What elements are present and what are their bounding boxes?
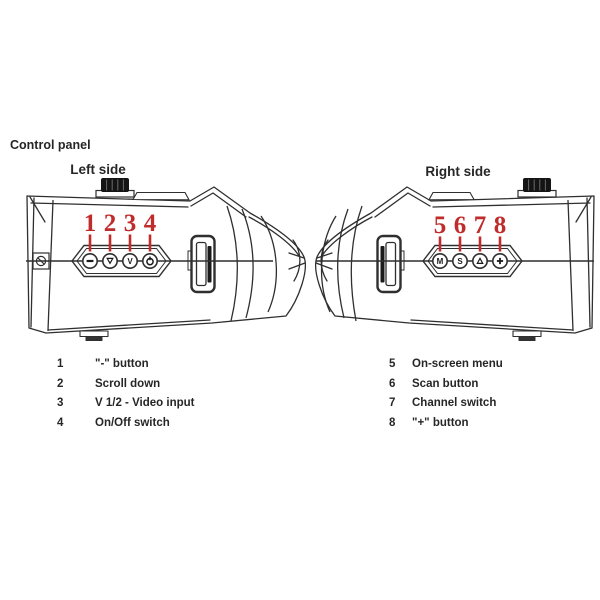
legend-item: 8 "+" button <box>389 414 503 434</box>
callout-number: 6 <box>454 212 467 239</box>
callout-number: 8 <box>494 212 507 239</box>
legend-number: 2 <box>57 377 64 390</box>
legend-item: 1 "-" button <box>57 355 194 375</box>
legend-item: 6 Scan button <box>389 375 503 395</box>
eyecup-band <box>226 205 277 322</box>
legend-item: 3 V 1/2 - Video input <box>57 394 194 414</box>
triangle-up-icon <box>476 257 484 264</box>
antenna-mount-knob <box>95 178 135 198</box>
legend-number: 5 <box>389 358 396 370</box>
legend-item: 7 Channel switch <box>389 394 503 414</box>
right-device-illustration: M S 5 6 7 8 <box>315 178 595 342</box>
legend-item: 5 On-screen menu <box>389 355 503 375</box>
video-input-icon: V <box>127 257 133 266</box>
legend-label: Scroll down <box>95 377 161 390</box>
scan-button <box>451 253 468 270</box>
legend-item: 4 On/Off switch <box>57 414 194 434</box>
page-title: Control panel <box>10 138 91 152</box>
power-button <box>142 253 159 270</box>
antenna-mount-knob <box>517 178 557 198</box>
hdmi-port <box>376 234 405 294</box>
legend-label: Scan button <box>412 377 479 390</box>
scroll-down-button <box>102 253 119 270</box>
left-callouts: 1 2 3 4 <box>84 210 157 252</box>
legend-number: 3 <box>57 397 64 409</box>
top-plate <box>428 191 475 201</box>
left-device-illustration: V 1 2 3 4 <box>26 178 306 342</box>
legend-label: "+" button <box>412 416 469 429</box>
legend-label: On/Off switch <box>95 416 170 429</box>
right-callouts: 5 6 7 8 <box>434 212 507 252</box>
video-input-button <box>122 253 139 270</box>
plus-icon <box>496 257 504 265</box>
legend-item: 2 Scroll down <box>57 375 194 395</box>
menu-icon: M <box>437 257 444 266</box>
legend-left: 1 "-" button 2 Scroll down 3 V 1/2 - Video … <box>57 355 194 433</box>
legend-label: V 1/2 - Video input <box>95 397 195 409</box>
right-side-label: Right side <box>425 164 491 179</box>
legend-number: 7 <box>389 397 396 409</box>
legend-right: 5 On-screen menu 6 Scan button 7 Channel sw… <box>389 355 503 433</box>
menu-button <box>431 253 448 270</box>
callout-number: 3 <box>124 210 137 237</box>
legend-label: On-screen menu <box>412 358 503 370</box>
callout-line <box>438 236 502 252</box>
power-icon <box>146 256 154 266</box>
callout-line <box>88 234 152 252</box>
top-plate <box>132 191 190 201</box>
eyecup-band <box>320 205 363 322</box>
callout-number: 4 <box>144 210 157 237</box>
legend-number: 6 <box>389 377 396 390</box>
legend-label: "-" button <box>95 358 149 370</box>
legend-number: 4 <box>57 416 64 429</box>
legend-number: 8 <box>389 416 396 429</box>
legend-number: 1 <box>57 358 64 370</box>
callout-number: 7 <box>474 212 487 239</box>
channel-switch-button <box>471 253 488 270</box>
scan-icon: S <box>457 257 463 266</box>
callout-number: 1 <box>84 210 97 237</box>
legend-label: Channel switch <box>412 397 497 409</box>
hdmi-port <box>187 234 216 294</box>
triangle-down-icon <box>106 257 114 265</box>
left-side-label: Left side <box>70 162 126 177</box>
callout-number: 5 <box>434 212 447 239</box>
callout-number: 2 <box>104 210 117 237</box>
